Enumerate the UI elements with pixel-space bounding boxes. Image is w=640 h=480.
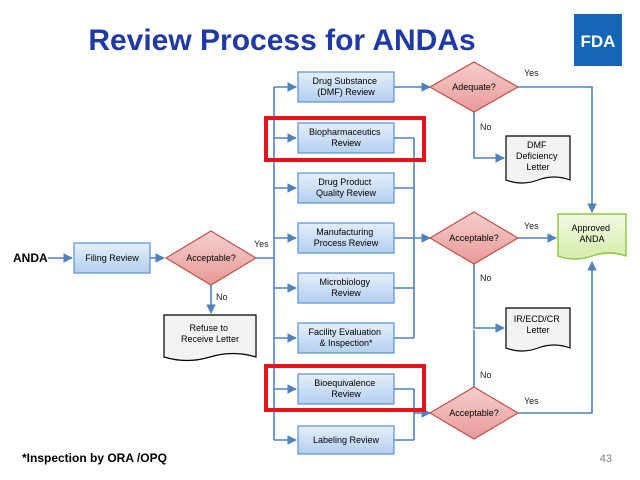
microbiology-line-2: Review bbox=[331, 288, 361, 298]
anda-label: ANDA bbox=[13, 251, 48, 265]
highlight-biopharmaceutics bbox=[264, 116, 426, 162]
fda-logo: FDA bbox=[574, 14, 622, 66]
adequate-diamond-shape bbox=[428, 61, 520, 113]
microbiology-label: Microbiology Review bbox=[319, 277, 372, 298]
acceptable-diamond-3-label: Acceptable? bbox=[449, 408, 499, 418]
drug-substance-label: Drug Substance (DMF) Review bbox=[312, 76, 379, 97]
bioequivalence-line-1: Bioequivalence bbox=[314, 378, 375, 388]
acceptable-diamond-2: Acceptable? bbox=[428, 211, 520, 265]
acceptable-diamond-1-shape bbox=[164, 230, 258, 286]
bioequivalence-box: Bioequivalence Review bbox=[297, 373, 395, 405]
footnote: *Inspection by ORA /OPQ bbox=[22, 451, 167, 465]
drug-substance-line-2: (DMF) Review bbox=[317, 87, 375, 97]
facility-shape bbox=[297, 322, 395, 354]
approved-anda-text: Approved ANDA bbox=[571, 223, 612, 244]
bioequivalence-label: Bioequivalence Review bbox=[314, 378, 378, 399]
biopharmaceutics-box: Biopharmaceutics Review bbox=[297, 122, 395, 154]
slide-title: Review Process for ANDAs bbox=[88, 24, 475, 57]
manufacturing-label: Manufacturing Process Review bbox=[314, 227, 379, 248]
microbiology-box: Microbiology Review bbox=[297, 272, 395, 304]
refuse-letter-line-1: Refuse to bbox=[189, 323, 228, 333]
labeling-label: Labeling Review bbox=[313, 435, 380, 445]
highlight-bioequivalence bbox=[264, 364, 426, 412]
label-acceptable3-no: No bbox=[480, 370, 492, 380]
adequate-diamond: Adequate? bbox=[428, 61, 520, 113]
acceptable-diamond-1-label: Acceptable? bbox=[186, 253, 236, 263]
drug-product-line-1: Drug Product bbox=[318, 177, 372, 187]
refuse-to-receive-letter: Refuse to Receive Letter bbox=[163, 314, 257, 362]
approved-anda: Approved ANDA bbox=[557, 213, 627, 260]
refuse-letter-shape bbox=[163, 314, 257, 362]
refuse-letter-line-2: Receive Letter bbox=[181, 334, 239, 344]
acceptable-diamond-3-shape bbox=[428, 386, 520, 440]
biopharmaceutics-line-1: Biopharmaceutics bbox=[309, 127, 381, 137]
approved-anda-line-1: Approved bbox=[571, 223, 610, 233]
bioequivalence-line-2: Review bbox=[331, 389, 361, 399]
arrow-adequate-yes bbox=[518, 86, 597, 213]
manufacturing-line-1: Manufacturing bbox=[316, 227, 373, 237]
labeling-box: Labeling Review bbox=[297, 425, 395, 455]
facility-line-1: Facility Evaluation bbox=[308, 327, 381, 337]
filing-review-label: Filing Review bbox=[85, 253, 139, 263]
dmf-letter-text: DMF Deficiency Letter bbox=[516, 140, 560, 172]
acceptable-diamond-2-label: Acceptable? bbox=[449, 233, 499, 243]
adequate-diamond-label: Adequate? bbox=[452, 82, 496, 92]
bioequivalence-shape bbox=[297, 373, 395, 405]
label-acceptable3-yes: Yes bbox=[524, 396, 539, 406]
dmf-deficiency-letter: DMF Deficiency Letter bbox=[505, 135, 571, 184]
biopharmaceutics-shape bbox=[297, 122, 395, 154]
manufacturing-line-2: Process Review bbox=[314, 238, 379, 248]
approved-anda-shape bbox=[557, 213, 627, 260]
ir-letter-shape bbox=[505, 307, 571, 352]
facility-line-2: & Inspection* bbox=[319, 338, 373, 348]
ir-ecd-cr-letter: IR/ECD/CR Letter bbox=[505, 307, 571, 352]
drug-substance-line-1: Drug Substance bbox=[312, 76, 377, 86]
label-adequate-no: No bbox=[480, 122, 492, 132]
dmf-letter-shape bbox=[505, 135, 571, 184]
dmf-letter-line-3: Letter bbox=[526, 162, 549, 172]
manufacturing-box: Manufacturing Process Review bbox=[297, 222, 395, 254]
facility-box: Facility Evaluation & Inspection* bbox=[297, 322, 395, 354]
drug-substance-box: Drug Substance (DMF) Review bbox=[297, 71, 395, 103]
drug-product-line-2: Quality Review bbox=[316, 188, 377, 198]
edge-labels: Yes No Yes No Yes No No Yes bbox=[216, 68, 539, 406]
arrow-acceptable3-yes bbox=[518, 261, 597, 414]
microbiology-line-1: Microbiology bbox=[319, 277, 370, 287]
approved-anda-line-2: ANDA bbox=[579, 234, 604, 244]
label-filing-no: No bbox=[216, 292, 228, 302]
drug-product-shape bbox=[297, 172, 395, 204]
biopharmaceutics-label: Biopharmaceutics Review bbox=[309, 127, 383, 148]
dmf-letter-line-2: Deficiency bbox=[516, 151, 558, 161]
arrow-acceptable2-no bbox=[473, 264, 505, 333]
biopharmaceutics-line-2: Review bbox=[331, 138, 361, 148]
fda-logo-text: FDA bbox=[581, 32, 616, 51]
manufacturing-shape bbox=[297, 222, 395, 254]
microbiology-shape bbox=[297, 272, 395, 304]
page-number: 43 bbox=[600, 453, 612, 465]
acceptable-diamond-2-shape bbox=[428, 211, 520, 265]
label-adequate-yes: Yes bbox=[524, 68, 539, 78]
acceptable-diamond-1: Acceptable? bbox=[164, 230, 258, 286]
labeling-shape bbox=[297, 425, 395, 455]
drug-substance-shape bbox=[297, 71, 395, 103]
ir-letter-line-1: IR/ECD/CR bbox=[514, 314, 561, 324]
drug-product-box: Drug Product Quality Review bbox=[297, 172, 395, 204]
ir-letter-text: IR/ECD/CR Letter bbox=[514, 314, 563, 335]
label-acceptable2-no: No bbox=[480, 273, 492, 283]
filing-review-box: Filing Review bbox=[73, 242, 151, 274]
refuse-letter-text: Refuse to Receive Letter bbox=[181, 323, 239, 344]
arrow-adequate-no bbox=[473, 112, 505, 163]
label-acceptable2-yes: Yes bbox=[524, 221, 539, 231]
ir-letter-line-2: Letter bbox=[526, 325, 549, 335]
connectors bbox=[48, 82, 597, 445]
dmf-letter-line-1: DMF bbox=[527, 140, 547, 150]
drug-product-label: Drug Product Quality Review bbox=[316, 177, 377, 198]
label-filing-yes: Yes bbox=[254, 239, 269, 249]
acceptable-diamond-3: Acceptable? bbox=[428, 386, 520, 440]
filing-review-shape bbox=[73, 242, 151, 274]
fda-logo-background bbox=[574, 14, 622, 66]
facility-label: Facility Evaluation & Inspection* bbox=[308, 327, 383, 348]
